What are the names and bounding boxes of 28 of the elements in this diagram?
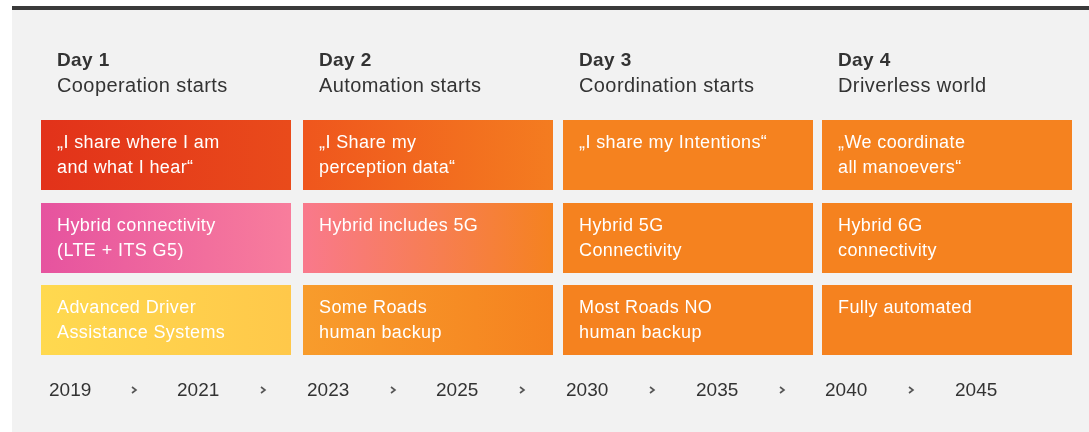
stage-card: Most Roads NO human backup — [563, 285, 813, 355]
year-label: 2035 — [696, 378, 739, 402]
stage-card: Advanced Driver Assistance Systems — [41, 285, 291, 355]
stage-card: Fully automated — [822, 285, 1072, 355]
year-label: 2045 — [955, 378, 998, 402]
year-label: 2030 — [566, 378, 609, 402]
stage-card: „I share my Intentions“ — [563, 120, 813, 190]
stage-card: „I share where I am and what I hear“ — [41, 120, 291, 190]
day-heading: Day 4 — [838, 49, 891, 71]
phase-subtitle: Cooperation starts — [57, 74, 228, 97]
stage-card: „I Share my perception data“ — [303, 120, 553, 190]
year-label: 2021 — [177, 378, 220, 402]
stage-card: „We coordinate all manoevers“ — [822, 120, 1072, 190]
stage-card: Hybrid includes 5G — [303, 203, 553, 273]
stage-card: Hybrid 5G Connectivity — [563, 203, 813, 273]
year-label: 2019 — [49, 378, 92, 402]
day-heading: Day 2 — [319, 49, 372, 71]
year-label: 2023 — [307, 378, 350, 402]
year-label: 2025 — [436, 378, 479, 402]
year-label: 2040 — [825, 378, 868, 402]
day-heading: Day 3 — [579, 49, 632, 71]
stage-card: Hybrid connectivity (LTE + ITS G5) — [41, 203, 291, 273]
stage-card: Some Roads human backup — [303, 285, 553, 355]
phase-subtitle: Coordination starts — [579, 74, 755, 97]
phase-subtitle: Automation starts — [319, 74, 482, 97]
day-heading: Day 1 — [57, 49, 110, 71]
stage-card: Hybrid 6G connectivity — [822, 203, 1072, 273]
phase-subtitle: Driverless world — [838, 74, 987, 97]
